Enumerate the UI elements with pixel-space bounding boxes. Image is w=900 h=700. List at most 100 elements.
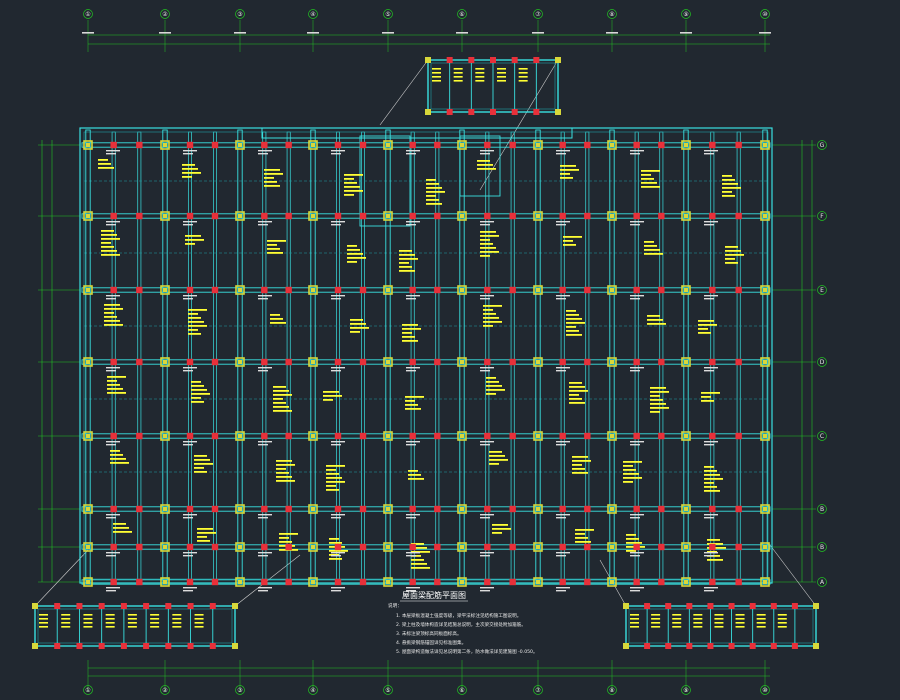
rebar-note [698,332,711,334]
rebar-note [323,391,339,393]
detail-column [54,603,61,609]
rebar-note [104,324,123,326]
column-red [409,543,416,551]
beam-tag [406,555,416,557]
detail-note [475,72,485,74]
rebar-note [480,255,490,257]
rebar-note [477,160,490,162]
column-red [559,286,566,294]
detail-note [83,614,93,616]
beam-tag [106,587,120,589]
beam-tag [331,444,341,446]
column-red [359,505,367,513]
column-yellow [607,140,617,150]
beam-tag [556,367,570,369]
beam-tag [704,587,718,589]
column-red [359,543,367,551]
detail-note [127,622,137,624]
beam-tag [406,441,420,443]
column-red [484,505,491,513]
detail-column [511,109,518,115]
axis-label: ⑩ [762,687,767,694]
rebar-note [483,325,493,327]
axis-label: ⑨ [683,11,688,18]
rebar-note [566,326,576,328]
column-red [186,212,194,220]
rebar-note [704,478,723,480]
column-red [211,212,219,220]
detail-column [143,643,150,649]
beam-tag [331,150,345,152]
detail-note [630,626,639,628]
beam-tag [258,587,272,589]
detail-column [468,109,475,115]
column-core [311,434,315,438]
column-red [334,212,342,220]
beam-tag [183,370,193,372]
beam-tag [331,517,341,519]
rebar-note [323,399,333,401]
rebar-note [185,239,204,241]
rebar-note [273,410,292,412]
column-red [434,578,441,586]
column-red [110,432,117,440]
rebar-note [704,466,714,468]
rebar-note [647,315,660,317]
column-red [211,141,219,149]
column-red [735,578,742,586]
rebar-note [276,480,295,482]
column-yellow [760,357,770,367]
column-yellow [681,285,691,295]
rebar-note [267,248,280,250]
column-yellow [533,211,543,221]
leader-line [34,549,89,607]
rebar-note [426,203,442,205]
rebar-note [98,163,111,165]
column-red [709,141,716,149]
rebar-note [326,477,342,479]
column-red [633,286,640,294]
rebar-note [426,195,436,197]
detail-column [728,643,735,649]
column-core [386,143,390,147]
beam-tag [106,221,120,223]
detail-note [693,618,703,620]
column-red [110,141,117,149]
axis-bubble [83,685,93,695]
column-red [409,505,416,513]
axis-label: ⑩ [762,11,767,18]
detail-note [194,614,204,616]
column-core [610,214,614,218]
axis-bubble [383,9,393,19]
rebar-note [647,323,666,325]
column-yellow [760,285,770,295]
rebar-note [405,408,421,410]
detail-column [749,643,756,649]
rebar-note [722,195,735,197]
detail-column [76,643,83,649]
column-core [610,288,614,292]
detail-note [651,618,661,620]
detail-column [707,603,714,609]
beam-tag [258,441,272,443]
detail-column [644,603,651,609]
detail-column [165,643,172,649]
axis-label: ③ [237,11,242,18]
rebar-note [104,304,120,306]
dim-value [606,32,618,34]
column-core [86,545,90,549]
column-yellow [533,542,543,552]
rebar-note [344,178,354,180]
beam-tag [331,590,341,592]
rebar-note [267,240,286,242]
rebar-note [575,533,585,535]
rebar-note [276,468,286,470]
detail-note [714,622,724,624]
column-red [285,432,292,440]
axis-bubble [383,685,393,695]
column-red [409,212,416,220]
beam-tag [183,224,193,226]
column-red [359,578,367,586]
column-red [509,432,516,440]
